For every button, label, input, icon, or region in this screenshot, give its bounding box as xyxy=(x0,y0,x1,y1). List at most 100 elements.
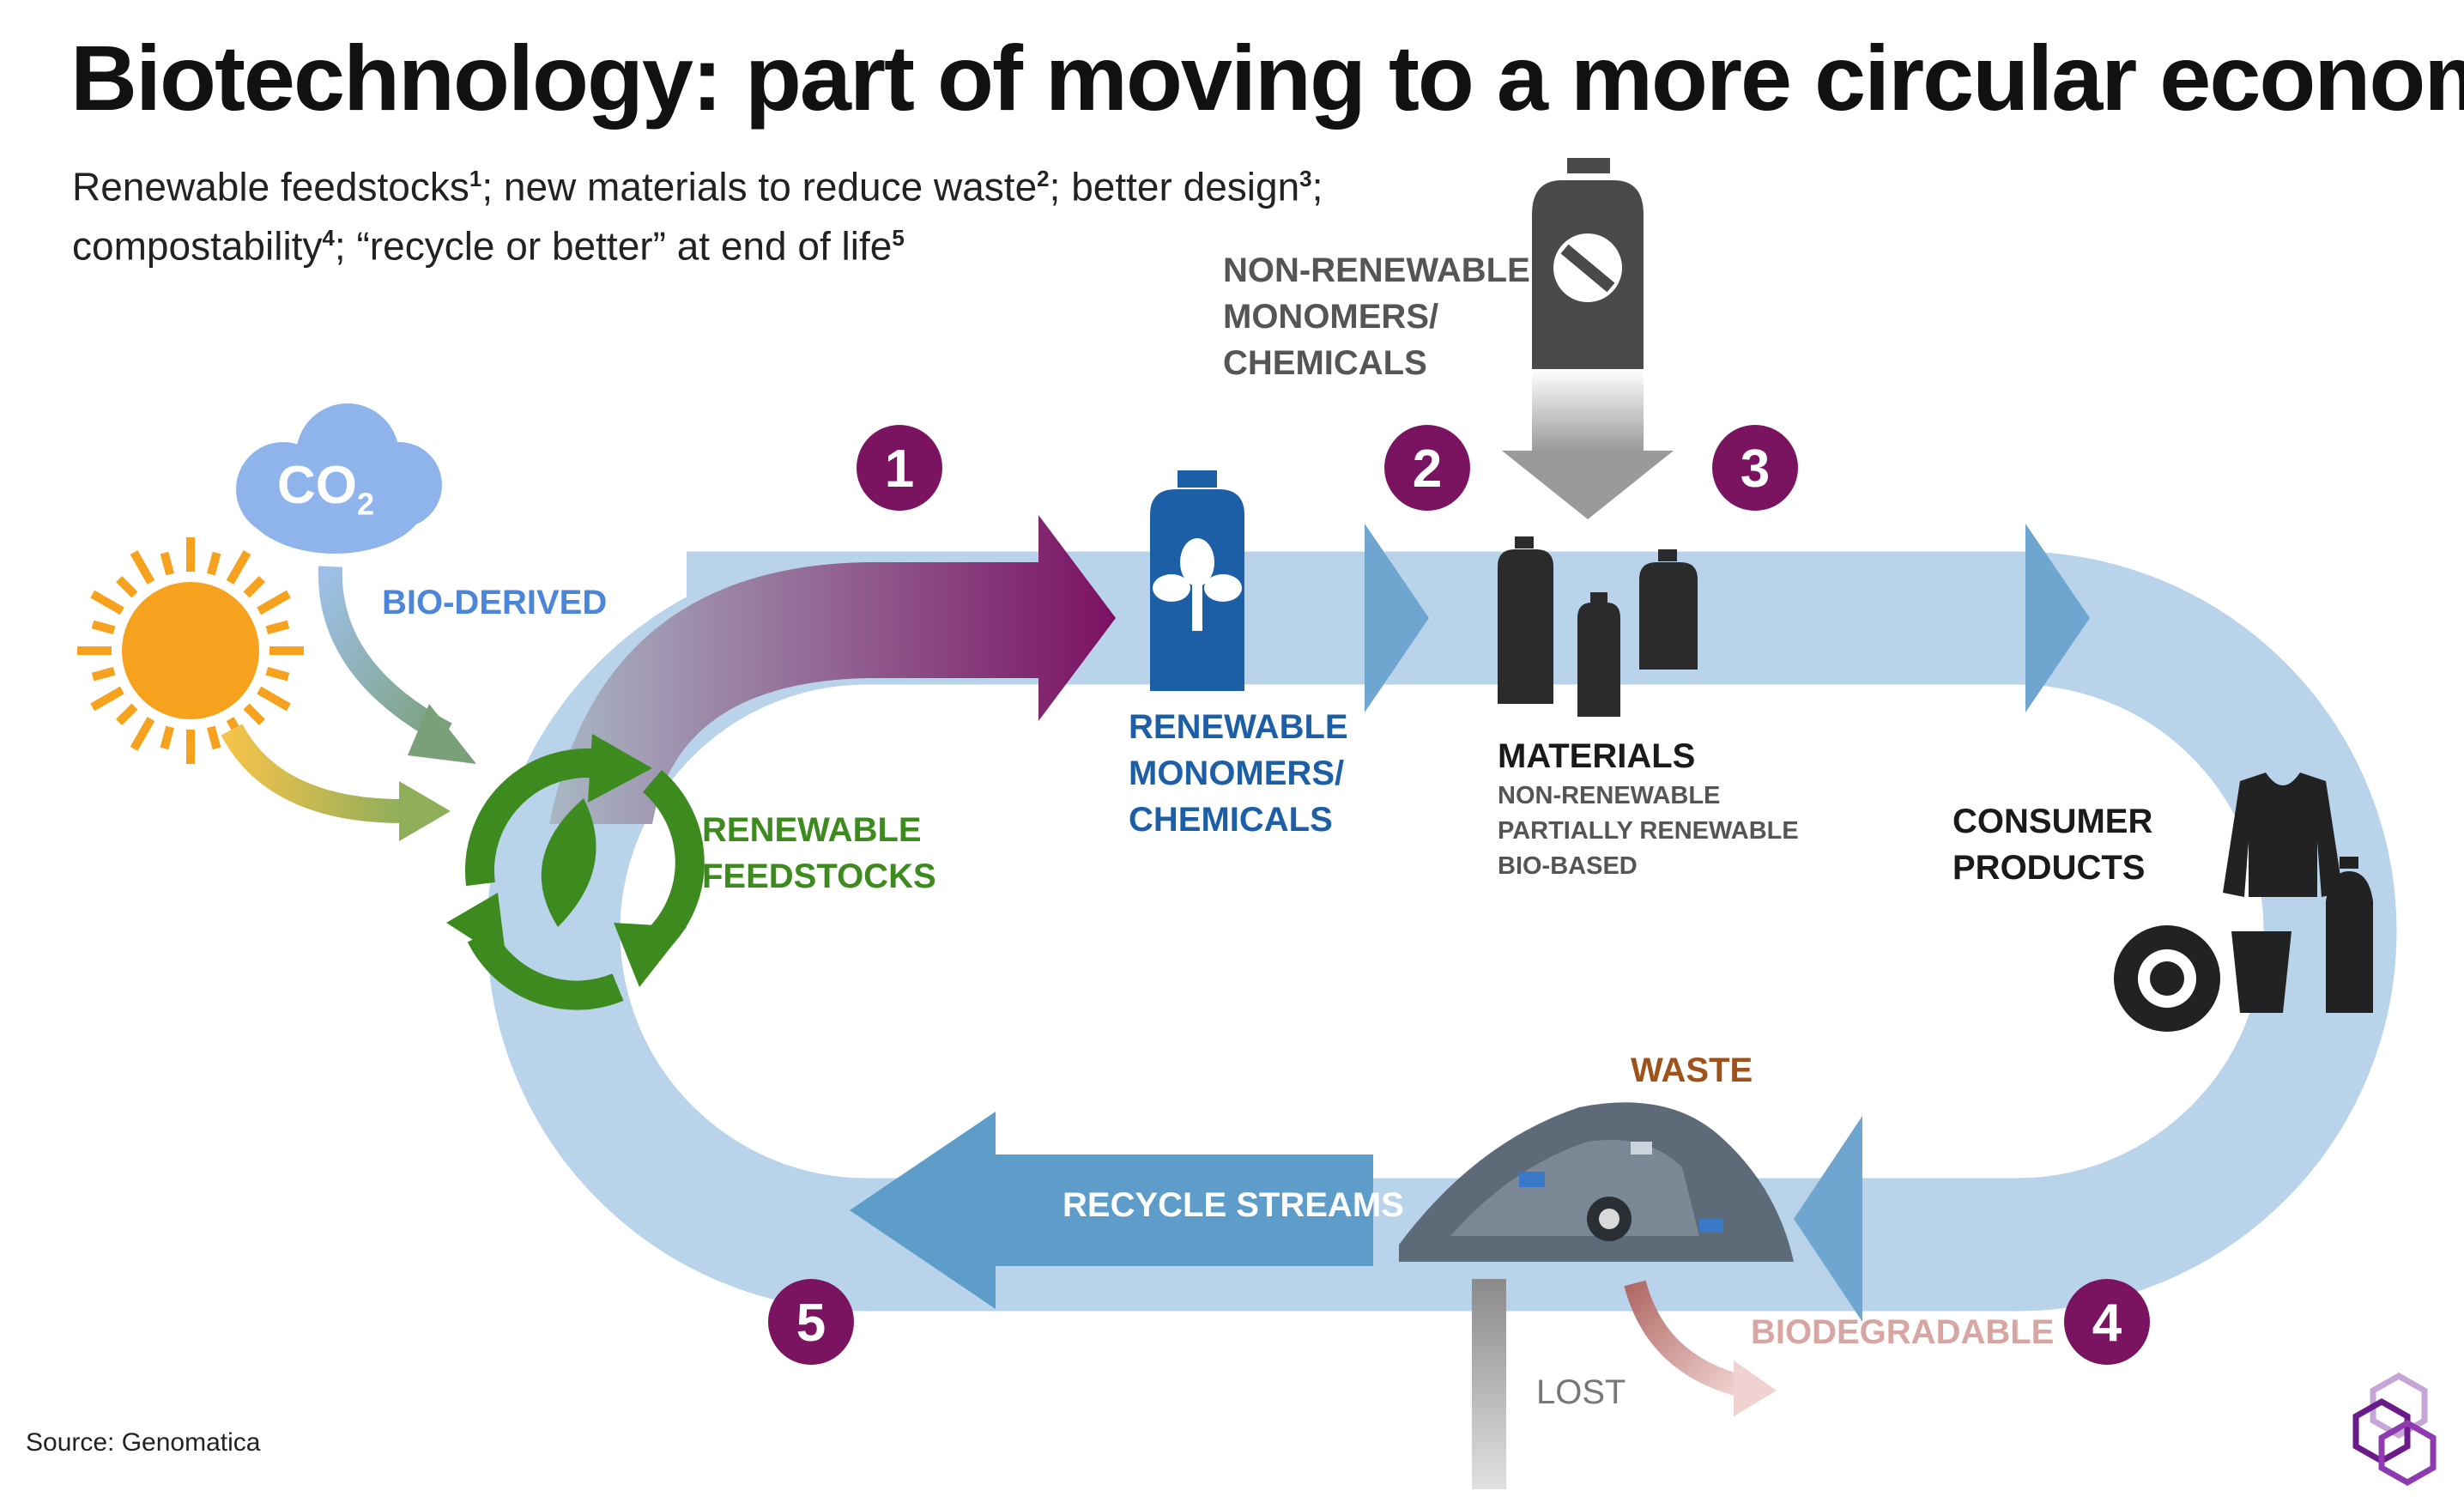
non-renewable-arrowhead xyxy=(1502,451,1674,519)
logo-icon xyxy=(2352,1372,2437,1487)
sun-ray xyxy=(265,620,290,635)
subtitle-text: Renewable feedstocks xyxy=(72,164,469,209)
step-badges: 1 2 3 4 5 xyxy=(768,425,2150,1365)
subtitle-line-2: compostability4; “recycle or better” at … xyxy=(72,212,1323,271)
recycle-streams-arrowhead xyxy=(850,1112,996,1309)
subtitle-footnote-mark: 4 xyxy=(322,225,335,252)
sun-ray xyxy=(206,725,221,750)
leaf-icon xyxy=(541,798,596,927)
materials-type: BIO-BASED xyxy=(1498,852,1638,880)
renewable-feedstocks-label: RENEWABLE FEEDSTOCKS xyxy=(702,807,936,900)
subtitle-footnote-mark: 2 xyxy=(1037,166,1050,191)
subtitle-footnote-mark: 1 xyxy=(469,166,482,191)
biodegradable-arrowhead xyxy=(1734,1361,1777,1416)
step-badge-2 xyxy=(1384,425,1470,511)
cup-icon xyxy=(2231,931,2291,1013)
subtitle-text: ; better design xyxy=(1049,164,1300,209)
page-title: Biotechnology: part of moving to a more … xyxy=(70,26,2464,130)
materials-title: MATERIALS xyxy=(1498,737,1696,775)
recycle-streams-label: RECYCLE STREAMS xyxy=(1062,1186,1404,1224)
step-number-3: 3 xyxy=(1741,439,1770,499)
renewable-feedstocks-line: RENEWABLE xyxy=(702,811,922,849)
sun-ray xyxy=(160,551,175,576)
co2-text: CO xyxy=(277,456,357,515)
subtitle-footnote-mark: 5 xyxy=(892,225,905,252)
sun-ray xyxy=(257,590,291,615)
sun-ray xyxy=(265,666,290,682)
step-number-4: 4 xyxy=(2092,1294,2122,1353)
sun-ray xyxy=(116,576,138,598)
step-number-5: 5 xyxy=(796,1294,826,1353)
sun-ray xyxy=(243,703,265,725)
sun-icon xyxy=(77,537,304,764)
lost-arrow xyxy=(1472,1279,1506,1489)
tree-icon xyxy=(1153,538,1242,631)
consumer-products-line: CONSUMER xyxy=(1952,803,2153,840)
loop-arrowhead-top-2 xyxy=(2025,524,2090,712)
biodegradable-arrow xyxy=(1624,1280,1746,1397)
sun-ray xyxy=(130,717,155,751)
non-renewable-arrow-body xyxy=(1532,369,1644,451)
sun-arrow xyxy=(221,724,404,823)
lost-label: LOST xyxy=(1536,1373,1626,1411)
co2-subscript: 2 xyxy=(357,486,375,522)
sun-ray xyxy=(226,550,251,585)
non-renewable-monomers-line: MONOMERS/ xyxy=(1223,298,1439,336)
subtitle-text: compostability xyxy=(72,223,323,269)
sun-ray xyxy=(243,576,265,598)
sun-ray xyxy=(257,686,291,712)
co2-arrow xyxy=(318,566,452,745)
sun-ray xyxy=(160,725,175,750)
subtitle-text: ; xyxy=(1311,164,1323,209)
materials-type: NON-RENEWABLE xyxy=(1498,782,1721,809)
non-renewable-monomers-line: NON-RENEWABLE xyxy=(1223,252,1530,289)
waste-pile-icon xyxy=(1399,1102,1794,1262)
loop-track xyxy=(487,551,2397,1312)
subtitle: Renewable feedstocks1; new materials to … xyxy=(72,153,1323,272)
loop-arrowhead-waste xyxy=(1794,1116,1862,1322)
materials-label: MATERIALS NON-RENEWABLE PARTIALLY RENEWA… xyxy=(1498,734,1799,884)
no-entry-icon xyxy=(1553,233,1622,302)
renewable-feedstocks-line: FEEDSTOCKS xyxy=(702,858,936,895)
non-renewable-monomers-label: NON-RENEWABLE MONOMERS/ CHEMICALS xyxy=(1223,247,1530,386)
non-renewable-monomers-line: CHEMICALS xyxy=(1223,344,1427,382)
sun-ray xyxy=(90,686,124,712)
sun-arrowhead xyxy=(399,781,451,841)
source-note: Source: Genomatica xyxy=(26,1428,261,1457)
step-badge-1 xyxy=(857,425,942,511)
sun-ray xyxy=(90,590,124,615)
recycle-arrowheads xyxy=(446,734,687,987)
plastic-bottle-icon xyxy=(2326,857,2373,1013)
bio-derived-label: BIO-DERIVED xyxy=(382,584,608,621)
sun-ray xyxy=(116,703,138,725)
materials-bottles-icon xyxy=(1498,536,1698,717)
step-number-2: 2 xyxy=(1413,439,1442,499)
biodegradable-label: BIODEGRADABLE xyxy=(1751,1313,2055,1351)
sun-ray xyxy=(91,620,116,635)
step-badge-3 xyxy=(1712,425,1798,511)
sun-ray xyxy=(130,550,155,585)
step-badge-5 xyxy=(768,1279,854,1365)
consumer-products-line: PRODUCTS xyxy=(1952,849,2146,887)
subtitle-text: ; new materials to reduce waste xyxy=(481,164,1038,209)
co2-arrowhead xyxy=(408,704,476,764)
sun-ray xyxy=(91,666,116,682)
consumer-products-label: CONSUMER PRODUCTS xyxy=(1952,798,2152,891)
subtitle-text: ; “recycle or better” at end of life xyxy=(334,223,893,269)
waste-label: WASTE xyxy=(1631,1051,1753,1089)
step-number-1: 1 xyxy=(885,439,914,499)
step-badge-4 xyxy=(2064,1279,2150,1365)
sun-ray xyxy=(206,551,221,576)
tire-icon xyxy=(2114,925,2220,1032)
feedstock-arrow xyxy=(549,515,1116,824)
renewable-monomers-line: CHEMICALS xyxy=(1129,801,1333,839)
recycle-streams-arrow-body xyxy=(996,1154,1373,1266)
renewable-monomers-label: RENEWABLE MONOMERS/ CHEMICALS xyxy=(1129,704,1348,843)
loop-arrowhead-top-1 xyxy=(1365,524,1429,712)
subtitle-line-1: Renewable feedstocks1; new materials to … xyxy=(72,153,1323,212)
recycle-icon xyxy=(464,748,705,1010)
shirt-icon xyxy=(2223,773,2343,897)
materials-type: PARTIALLY RENEWABLE xyxy=(1498,817,1799,845)
subtitle-footnote-mark: 3 xyxy=(1299,166,1312,191)
